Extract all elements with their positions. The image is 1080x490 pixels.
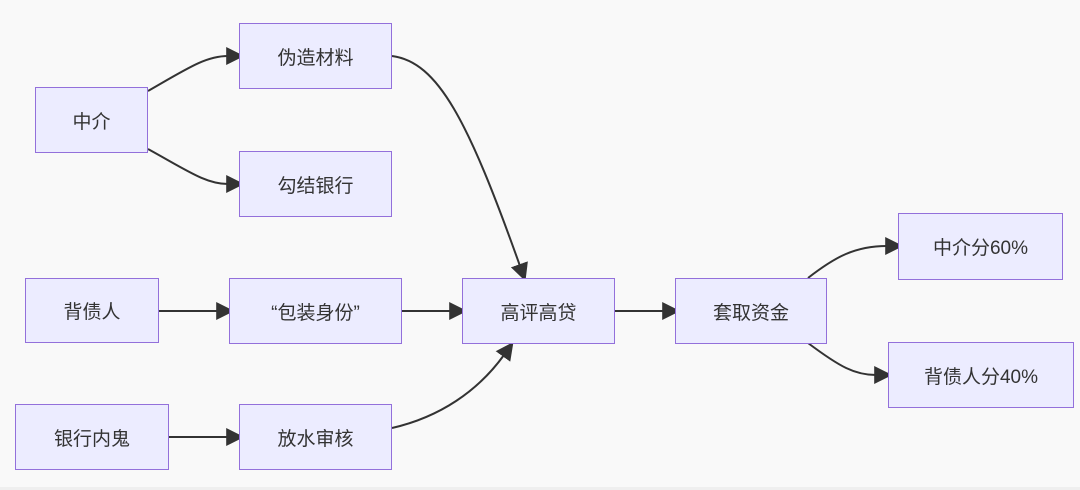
edge-taoqu-to-fen40	[807, 342, 893, 384]
edge-zhongjie-to-goujie	[147, 148, 245, 193]
node-zhongjie: 中介	[35, 87, 148, 153]
node-label-yinhangneigui: 银行内鬼	[53, 428, 130, 450]
edge-zhongjie-to-weizao	[147, 47, 245, 92]
node-label-baozhuang: “包装身份”	[271, 302, 360, 324]
node-label-beizhairen: 背债人	[63, 302, 121, 323]
node-label-zhongjie: 中介	[72, 111, 111, 133]
node-yinhangneigui: 银行内鬼	[15, 404, 169, 470]
node-gaoping: 高评高贷	[462, 278, 615, 344]
edge-weizao-to-gaoping	[391, 55, 528, 282]
node-label-weizao: 伪造材料	[277, 47, 354, 69]
node-fangshui: 放水审核	[239, 404, 392, 470]
node-taoqu: 套取资金	[675, 278, 827, 344]
node-goujie: 勾结银行	[239, 151, 392, 217]
node-label-fen60: 中介分60%	[932, 238, 1029, 259]
node-label-taoqu: 套取资金	[712, 302, 789, 324]
node-beizhairen: 背债人	[25, 278, 159, 343]
node-label-goujie: 勾结银行	[277, 175, 354, 197]
node-fen60: 中介分60%	[898, 213, 1063, 280]
edge-fangshui-to-gaoping	[391, 341, 514, 429]
node-fen40: 背债人分40%	[888, 342, 1074, 408]
node-label-fangshui: 放水审核	[277, 428, 354, 450]
node-label-gaoping: 高评高贷	[500, 302, 577, 324]
node-label-fen40: 背债人分40%	[923, 366, 1039, 388]
node-weizao: 伪造材料	[239, 23, 392, 89]
edge-taoqu-to-fen60	[807, 237, 904, 279]
canvas-bottom-edge	[0, 487, 1080, 490]
node-baozhuang: “包装身份”	[229, 278, 402, 344]
